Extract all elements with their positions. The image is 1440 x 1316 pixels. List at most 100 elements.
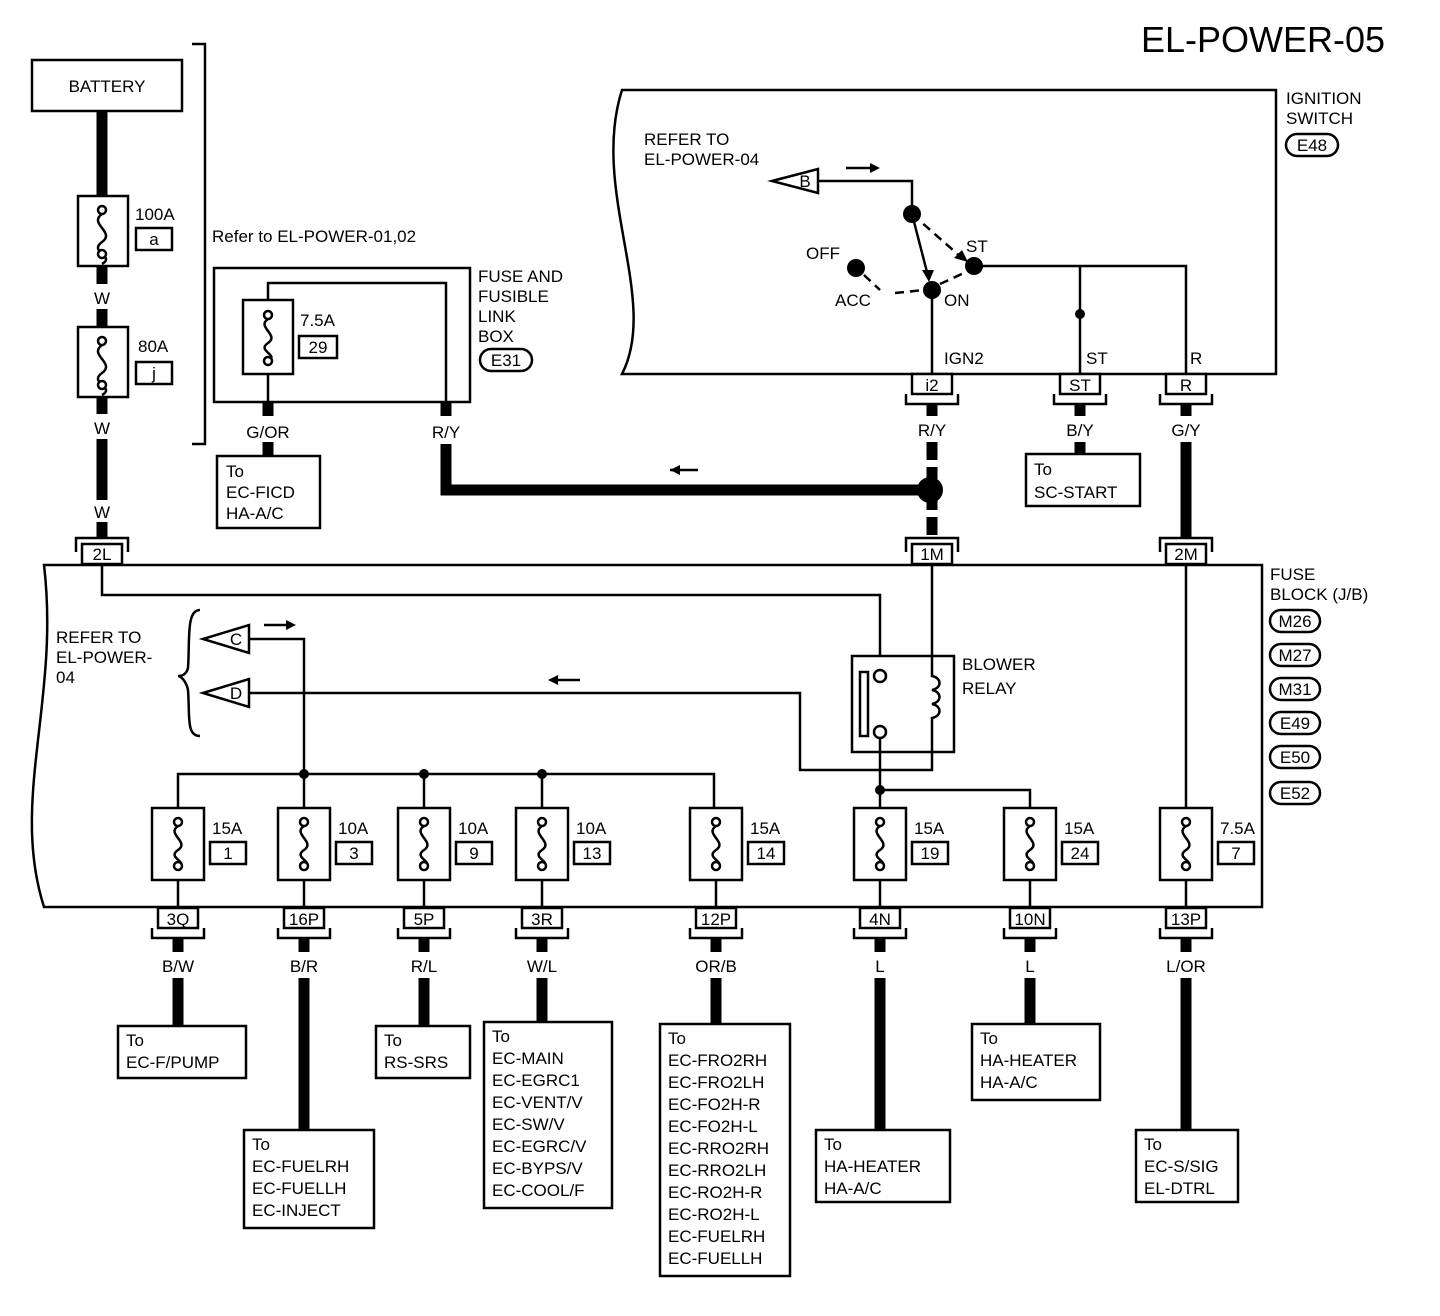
wire-color-3R: W/L xyxy=(527,957,557,976)
connector-3Q: 3Q xyxy=(150,906,206,940)
connector-label-12P: 12P xyxy=(701,910,731,929)
fb-input-2l-label: 2L xyxy=(93,545,112,564)
destination-line: To xyxy=(824,1135,842,1154)
ign-term-r: R xyxy=(1190,349,1202,368)
fuse-box-label-2: FUSIBLE xyxy=(478,287,549,306)
wire-gor: G/OR xyxy=(246,423,289,442)
destination-3R: ToEC-MAINEC-EGRC1EC-VENT/VEC-SW/VEC-EGRC… xyxy=(482,1020,614,1210)
fusible-link-a-amp: 100A xyxy=(135,205,175,224)
ign-label-1: IGNITION xyxy=(1286,89,1362,108)
fuse-row: 15A13QB/WToEC-F/PUMP10A316PB/RToEC-FUELR… xyxy=(116,806,1256,1278)
destination-line: HA-HEATER xyxy=(824,1157,921,1176)
fb-conn-0: M26 xyxy=(1278,612,1311,631)
destination-line: EC-MAIN xyxy=(492,1049,564,1068)
destination-line: EC-INJECT xyxy=(252,1201,341,1220)
destination-line: EC-FUELLH xyxy=(252,1179,346,1198)
ign-connector-r: R xyxy=(1158,372,1214,406)
battery-label: BATTERY xyxy=(69,77,146,96)
destination-line: EC-FUELRH xyxy=(668,1227,765,1246)
destination-line: To xyxy=(668,1029,686,1048)
connector-5P: 5P xyxy=(396,906,452,940)
destination-line: EC-COOL/F xyxy=(492,1181,585,1200)
ign-pos-acc: ACC xyxy=(835,291,871,310)
fb-input-1m-label: 1M xyxy=(920,545,944,564)
destination-line: EC-RO2H-L xyxy=(668,1205,760,1224)
connector-4N: 4N xyxy=(852,906,908,940)
destination-line: EC-FUELRH xyxy=(252,1157,349,1176)
connector-label-16P: 16P xyxy=(289,910,319,929)
ign-ref-b: B xyxy=(799,172,810,191)
wire-by-ign: B/Y xyxy=(1066,421,1093,440)
ign-pos-off: OFF xyxy=(806,244,840,263)
fuse-amp-9: 10A xyxy=(458,819,489,838)
connector-label-3R: 3R xyxy=(531,910,553,929)
destination-line: EC-RRO2RH xyxy=(668,1139,769,1158)
fb-conn-1: M27 xyxy=(1278,646,1311,665)
ign-label-2: SWITCH xyxy=(1286,109,1353,128)
wire-color-3Q: B/W xyxy=(162,957,194,976)
fuse-amp-3: 10A xyxy=(338,819,369,838)
fuse-29-amp: 7.5A xyxy=(300,311,336,330)
fb-conn-3: E49 xyxy=(1280,714,1310,733)
destination-line: EC-F/PUMP xyxy=(126,1053,220,1072)
fb-input-2m: 2M xyxy=(1158,536,1214,566)
wire-color-12P: OR/B xyxy=(695,957,737,976)
fuse-amp-13: 10A xyxy=(576,819,607,838)
destination-line: EC-BYPS/V xyxy=(492,1159,583,1178)
wire-color-w-3: W xyxy=(94,503,110,522)
destination-line: To xyxy=(252,1135,270,1154)
ficd-to-1: EC-FICD xyxy=(226,483,295,502)
wire-color-w-1: W xyxy=(94,289,110,308)
diagram-title: EL-POWER-05 xyxy=(1141,19,1385,60)
fb-refer-3: 04 xyxy=(56,668,75,687)
fuse-amp-1: 15A xyxy=(212,819,243,838)
wire-gy-ign: G/Y xyxy=(1171,421,1200,440)
fb-input-2m-label: 2M xyxy=(1174,545,1198,564)
destination-line: HA-A/C xyxy=(980,1073,1038,1092)
connector-label-13P: 13P xyxy=(1171,910,1201,929)
connector-label-5P: 5P xyxy=(414,910,435,929)
fb-conn-2: M31 xyxy=(1278,680,1311,699)
ign-term-ign2: IGN2 xyxy=(944,349,984,368)
refer-power-0102: Refer to EL-POWER-01,02 xyxy=(212,227,416,246)
destination-line: EC-FUELLH xyxy=(668,1249,762,1268)
destination-12P: ToEC-FRO2RHEC-FRO2LHEC-FO2H-REC-FO2H-LEC… xyxy=(658,1022,792,1278)
destination-line: EL-DTRL xyxy=(1144,1179,1215,1198)
connector-label-4N: 4N xyxy=(869,910,891,929)
fb-refer-2: EL-POWER- xyxy=(56,648,152,667)
wire-color-w-2: W xyxy=(94,419,110,438)
wire-color-5P: R/L xyxy=(411,957,437,976)
fuse-14: 15A1412POR/BToEC-FRO2RHEC-FRO2LHEC-FO2H-… xyxy=(658,806,792,1278)
fuse-num-19: 19 xyxy=(921,844,940,863)
fuse-box-label-4: BOX xyxy=(478,327,514,346)
fuse-num-13: 13 xyxy=(583,844,602,863)
connector-12P: 12P xyxy=(688,906,744,940)
wire-color-13P: L/OR xyxy=(1166,957,1206,976)
fuse-num-3: 3 xyxy=(349,844,358,863)
destination-line: HA-HEATER xyxy=(980,1051,1077,1070)
fuse-29-num: 29 xyxy=(309,338,328,357)
fuse-block-label-2: BLOCK (J/B) xyxy=(1270,585,1368,604)
destination-line: RS-SRS xyxy=(384,1053,448,1072)
ficd-to-2: HA-A/C xyxy=(226,504,284,523)
connector-3R: 3R xyxy=(514,906,570,940)
destination-line: EC-FRO2RH xyxy=(668,1051,767,1070)
fusible-link-j-amp: 80A xyxy=(138,337,169,356)
fusible-link-a-id: a xyxy=(149,230,159,249)
wire-color-10N: L xyxy=(1025,957,1034,976)
fuse-num-1: 1 xyxy=(223,844,232,863)
destination-line: To xyxy=(384,1031,402,1050)
wire-ry-ign: R/Y xyxy=(918,421,946,440)
wire-color-4N: L xyxy=(875,957,884,976)
